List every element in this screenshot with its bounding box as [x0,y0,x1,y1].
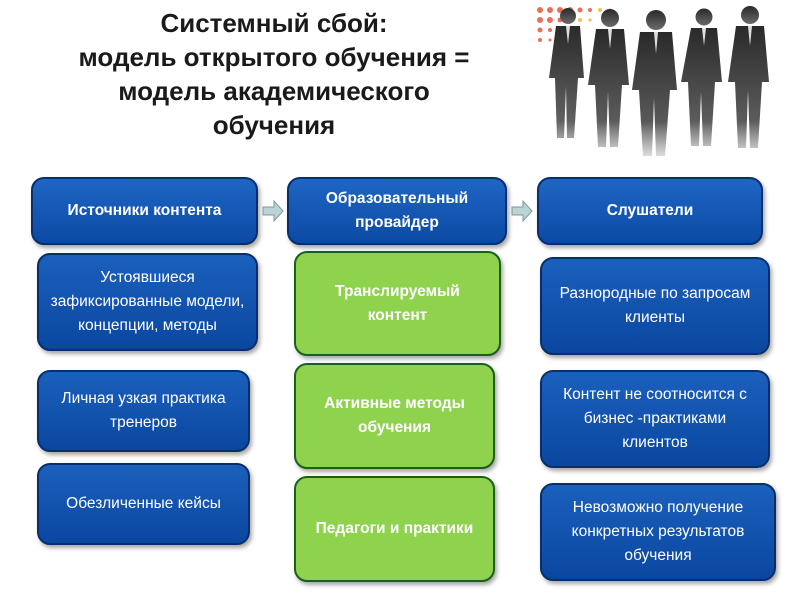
provider-item-2: Активные методы обучения [294,363,495,469]
provider-header: Образовательный провайдер [287,177,507,245]
provider-header-label: Образовательный провайдер [325,190,469,231]
listeners-item-3: Невозможно получение конкретных результа… [540,483,776,581]
business-people-silhouettes [528,0,800,162]
sources-item-2-label: Личная узкая практика тренеров [61,390,226,431]
sources-item-3: Обезличенные кейсы [37,463,250,545]
sources-item-1: Устоявшиеся зафиксированные модели, конц… [37,253,258,351]
listeners-item-2-label: Контент не соотносится с бизнес -практик… [563,386,747,451]
sources-item-3-label: Обезличенные кейсы [66,495,221,512]
provider-item-1-label: Транслируемый контент [335,282,460,324]
sources-item-2: Личная узкая практика тренеров [37,370,250,452]
provider-item-2-label: Активные методы обучения [324,395,465,436]
provider-item-1: Транслируемый контент [294,251,501,356]
listeners-header: Слушатели [537,177,763,245]
sources-header-label: Источники контента [67,202,222,219]
title-line-4: обучения [212,110,336,140]
provider-item-3: Педагоги и практики [294,476,495,582]
provider-item-3-label: Педагоги и практики [315,520,474,537]
listeners-item-3-label: Невозможно получение конкретных результа… [571,499,745,564]
sources-header: Источники контента [31,177,258,245]
title-line-2: модель открытого обучения = [78,42,470,72]
listeners-item-1: Разнородные по запросам клиенты [540,257,770,355]
arrow-right-icon [262,200,284,222]
slide-title: Системный сбой: модель открытого обучени… [14,6,534,142]
title-line-1: Системный сбой: [160,8,388,38]
listeners-item-1-label: Разнородные по запросам клиенты [559,285,751,326]
title-line-3: модель академического [118,76,430,106]
listeners-header-label: Слушатели [606,202,694,219]
arrow-right-icon [511,200,533,222]
listeners-item-2: Контент не соотносится с бизнес -практик… [540,370,770,468]
sources-item-1-label: Устоявшиеся зафиксированные модели, конц… [50,269,245,334]
